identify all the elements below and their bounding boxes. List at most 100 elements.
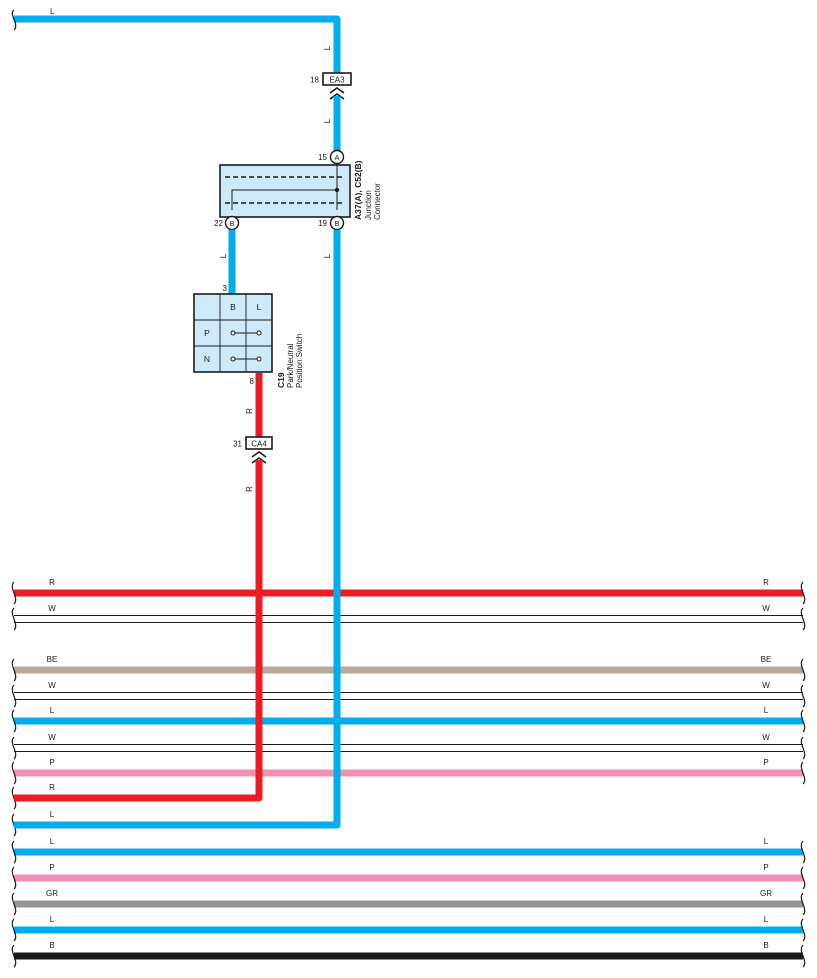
bus-wire-label-right: BE — [761, 655, 772, 664]
bus-wire-break-right — [800, 709, 806, 733]
junction-node-dot — [334, 187, 340, 193]
c19-pin-top: 3 — [223, 284, 228, 293]
bus-wire-break-right — [800, 840, 806, 864]
top-wire — [14, 15, 341, 80]
bus-wire: GR GR — [11, 889, 806, 916]
ea3-wire-label-above: L — [323, 45, 332, 50]
ca4-box — [245, 436, 273, 450]
top-wire-group: L — [11, 7, 341, 80]
bus-wire-label-left: L — [50, 810, 55, 819]
bus-wire-label-left: L — [50, 706, 55, 715]
junction-pin-right — [329, 215, 345, 231]
bus-wire-break-left — [11, 866, 17, 890]
c19-pin-bottom: 8 — [250, 377, 255, 386]
bus-wire-break-right — [800, 892, 806, 916]
junction-body — [219, 164, 351, 218]
bus-wire-break-right — [800, 866, 806, 890]
ea3-box — [322, 72, 352, 86]
bus-wire-break-right — [800, 736, 806, 760]
bus-wire-label-left: R — [49, 783, 55, 792]
junction-id: A37(A), C52(B) — [353, 160, 363, 220]
bus-wire-break-right — [800, 918, 806, 942]
junction-pin-left — [224, 215, 240, 231]
bus-wire-label-right: W — [762, 604, 770, 613]
junction-name-line1: Junction — [364, 190, 373, 220]
ea3-pin: 18 — [310, 76, 319, 85]
bus-wire-label-left: L — [50, 915, 55, 924]
bus-wire-label-left: R — [49, 578, 55, 587]
c19-header-right: L — [257, 302, 262, 312]
bus-wire-label-right: P — [763, 863, 768, 872]
ca4-chevron-icon — [251, 451, 267, 464]
bus-wire-break-left — [11, 892, 17, 916]
bus-wire-label-left: P — [49, 863, 54, 872]
bus-wire-break-right — [800, 607, 806, 631]
bus-wire-label-left: L — [50, 837, 55, 846]
junction-pin-a-letter: A — [334, 153, 339, 162]
ea3-wire-label-below: L — [323, 118, 332, 123]
bus-wire-break-right — [800, 658, 806, 682]
ca4-wire-label-below: R — [245, 486, 254, 492]
junction-pin-right-letter: B — [334, 219, 339, 228]
bus-wire-label-right: L — [764, 915, 769, 924]
junction-pin-left-letter: B — [229, 219, 234, 228]
junction-wire-label-right: L — [323, 253, 332, 258]
red-trunk — [14, 460, 263, 802]
bus-wire-break-left — [11, 840, 17, 864]
bus-wire-label-left: GR — [46, 889, 58, 898]
c19-contact-n-icon — [230, 356, 262, 362]
blue-trunk — [14, 230, 341, 829]
c19-name-line2: Position Switch — [295, 334, 304, 388]
bus-wire-label-right: P — [763, 758, 768, 767]
junction-name-line2: Connector — [373, 183, 382, 220]
bus-wire-label-left: W — [48, 681, 56, 690]
bus-wire-break-left — [11, 709, 17, 733]
connector-ea3: L EA3 18 L — [310, 45, 352, 151]
bus-wire-label-right: W — [762, 733, 770, 742]
junction-internal-link — [231, 164, 338, 210]
bus-wire-break-left — [11, 658, 17, 682]
c19-row-n: N — [204, 354, 210, 364]
c19-wire-label-below: R — [245, 408, 254, 414]
junction-pin-top-number: 15 — [318, 153, 327, 162]
wire-break-symbol — [11, 9, 17, 31]
bus-wire-label-right: GR — [760, 889, 772, 898]
vertical-trunks — [14, 230, 341, 829]
bus-wire-break-left — [11, 607, 17, 631]
bus-wire-label-right: R — [763, 578, 769, 587]
bus-wire-label-right: B — [763, 941, 768, 950]
junction-pin-right-number: 19 — [318, 219, 327, 228]
bus-wire-label-left: P — [49, 758, 54, 767]
ea3-chevron-icon — [329, 87, 345, 100]
bus-wire: BE BE — [11, 655, 806, 682]
c19-name-line1: Park/Neutral — [286, 343, 295, 388]
bus-wire-break-left — [11, 918, 17, 942]
bus-wire-label-left: BE — [47, 655, 58, 664]
top-wire-label: L — [50, 7, 55, 16]
bus-wire-break-left — [11, 684, 17, 708]
bus-wire-break-left — [11, 581, 17, 605]
junction-wire-label-left: L — [219, 253, 228, 258]
bus-wire-label-left: W — [48, 604, 56, 613]
bus-wire-break-right — [800, 761, 806, 785]
ea3-name: EA3 — [329, 76, 345, 85]
c19-header-left: B — [230, 302, 236, 312]
bus-wire-break-left — [11, 944, 17, 968]
ca4-name: CA4 — [251, 440, 267, 449]
junction-connector: A 15 B 22 B 19 A37(A), C52(B) Junction C… — [214, 149, 382, 231]
c19-contact-p-icon — [230, 330, 262, 336]
bus-wire-break-right — [800, 944, 806, 968]
bus-wire-label-left: W — [48, 733, 56, 742]
park-neutral-switch: 3 B L P N C19 Park/Neutral Position Swit… — [193, 284, 304, 388]
bus-wire-label-right: W — [762, 681, 770, 690]
